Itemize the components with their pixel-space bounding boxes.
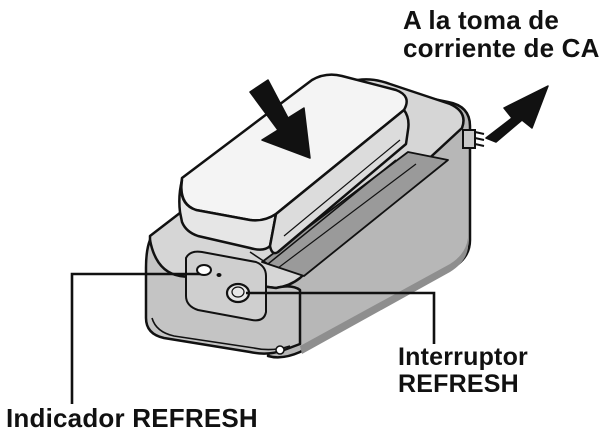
refresh-switch-label-line2: REFRESH <box>398 370 519 398</box>
ac-outlet-label-line1: A la toma de <box>403 5 560 35</box>
charger-screw <box>275 345 285 355</box>
battery-bottom-edge <box>249 159 397 265</box>
ac-outlet-label: A la toma de corriente de CA <box>403 6 600 62</box>
battery-front-face <box>178 178 278 251</box>
charger-side-shadow <box>300 238 468 354</box>
control-panel <box>185 250 267 322</box>
refresh-indicator-dot <box>216 273 222 277</box>
insert-arrow-icon <box>249 79 311 159</box>
indicator-leader-line <box>70 272 200 404</box>
power-connector <box>462 129 485 149</box>
battery-ridge <box>283 139 401 237</box>
refresh-switch-label-line1: Interruptor <box>398 343 528 371</box>
refresh-indicator-led <box>196 264 212 276</box>
refresh-switch-label: Interruptor REFRESH <box>398 344 528 398</box>
refresh-indicator-label: Indicador REFRESH <box>6 404 258 432</box>
outlet-arrow-icon <box>485 85 549 143</box>
switch-leader-line <box>246 291 436 344</box>
refresh-indicator-label-text: Indicador REFRESH <box>6 403 258 433</box>
ac-outlet-label-line2: corriente de CA <box>403 33 600 64</box>
battery-right-face <box>268 108 410 255</box>
battery-slot-edge <box>277 163 417 269</box>
refresh-switch-button-inner <box>231 286 245 298</box>
